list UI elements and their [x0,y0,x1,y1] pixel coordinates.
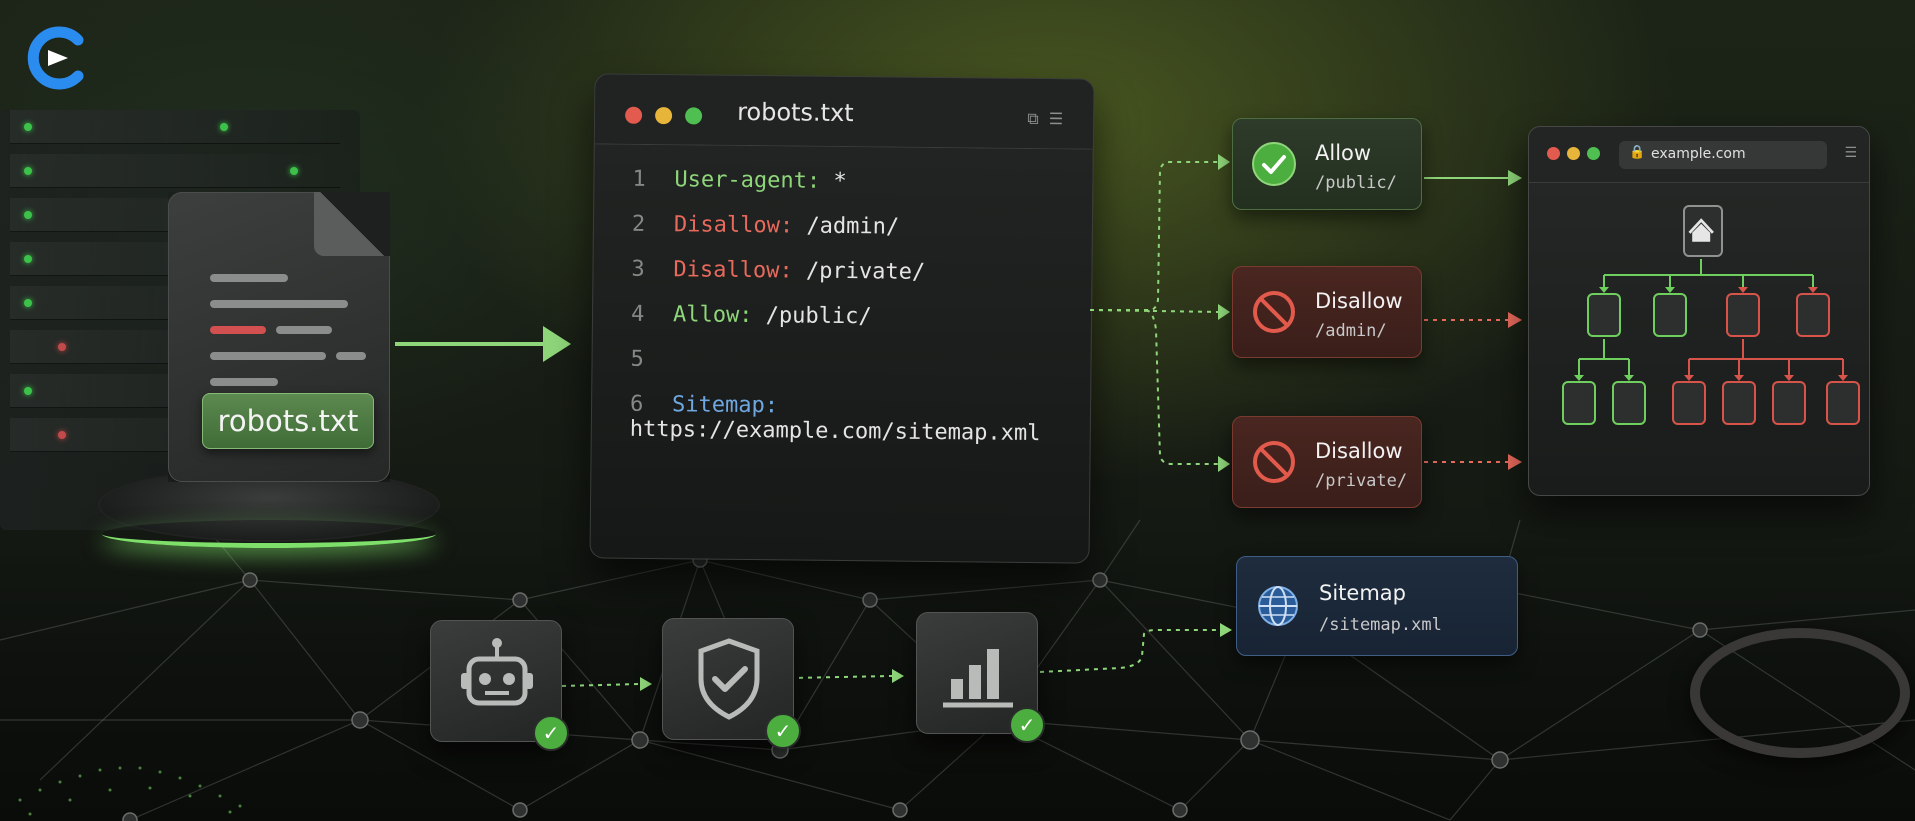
line-number: 5 [630,346,644,372]
block-icon [1253,291,1295,333]
line-number: 3 [631,256,645,282]
code-line: 2 Disallow: /admin/ [632,212,899,240]
page-allowed-icon [1587,293,1621,337]
checkmark-icon: ✓ [533,715,569,751]
arrow-right-icon [395,326,571,362]
line-number: 1 [632,166,646,192]
page-allowed-icon [1612,381,1646,425]
minimize-window-icon[interactable] [1567,147,1580,160]
rule-path: /private/ [1315,471,1408,491]
code-line: 4 Allow: /public/ [631,302,872,330]
checkmark-icon: ✓ [765,713,801,749]
directive-value: /public/ [752,303,872,330]
directive-key: Allow: [672,302,753,329]
line-number: 4 [630,301,645,327]
editor-menu-icon[interactable]: ⧉☰ [1027,108,1074,129]
rule-title: Disallow [1315,289,1403,313]
page-blocked-icon [1726,293,1760,337]
directive-value: /admin/ [793,213,900,240]
close-window-icon[interactable] [625,106,643,124]
rule-title: Allow [1315,141,1372,165]
bar-chart-icon [943,649,1013,708]
home-icon [1683,205,1723,257]
rule-path: /sitemap.xml [1319,615,1442,635]
maximize-window-icon[interactable] [685,107,703,125]
page-blocked-icon [1826,381,1860,425]
file-corner-fold [314,192,390,256]
rule-path: /admin/ [1315,321,1387,341]
robot-icon [461,638,533,706]
particle-wave [18,766,242,816]
page-blocked-icon [1796,293,1830,337]
browser-menu-icon[interactable]: ☰ [1844,145,1857,161]
checkmark-icon: ✓ [1009,707,1045,743]
badge-flow-arrows [561,623,1232,691]
sitemap-card: Sitemap /sitemap.xml [1236,556,1518,656]
browser-title-bar: 🔒 example.com ☰ [1529,127,1869,183]
page-allowed-icon [1653,293,1687,337]
directive-key: Sitemap: [671,392,779,419]
directive-value: https://example.com/sitemap.xml [629,416,1041,447]
disallow-admin-card: Disallow /admin/ [1232,266,1422,358]
brand-logo-icon [27,26,84,90]
directive-key: Disallow: [673,212,794,239]
check-circle-icon [1252,142,1296,186]
line-number: 6 [629,391,644,417]
directive-value: /private/ [792,258,926,285]
rule-title: Disallow [1315,439,1403,463]
magnifier-icon [1690,628,1910,758]
rule-path: /public/ [1315,173,1397,193]
page-blocked-icon [1772,381,1806,425]
disallow-private-card: Disallow /private/ [1232,416,1422,508]
shield-check-icon [698,638,760,720]
editor-title-bar: robots.txt ⧉☰ [594,74,1094,150]
rule-routing-arrows [1090,154,1522,472]
code-line: 1 User-agent: * [632,167,846,194]
page-blocked-icon [1672,381,1706,425]
directive-key: Disallow: [673,257,793,284]
block-icon [1253,441,1295,483]
allow-public-card: Allow /public/ [1232,118,1422,210]
editor-title: robots.txt [737,97,854,128]
robots-file-label: robots.txt [202,393,374,449]
crawler-bot-badge: ✓ [430,620,569,751]
rule-title: Sitemap [1319,581,1406,605]
directive-key: User-agent: [674,167,821,194]
code-line: 5 [630,347,672,372]
globe-icon [1258,586,1298,626]
page-allowed-icon [1562,381,1596,425]
minimize-window-icon[interactable] [655,107,673,125]
security-badge: ✓ [662,618,801,749]
address-text: example.com [1651,146,1746,162]
code-line: 3 Disallow: /private/ [631,257,925,285]
browser-window: 🔒 example.com ☰ [1528,126,1870,496]
page-blocked-icon [1722,381,1756,425]
site-tree [1574,259,1848,381]
analytics-badge: ✓ [916,612,1045,743]
code-line: 6 Sitemap: https://example.com/sitemap.xm… [630,392,1090,447]
lock-icon: 🔒 [1629,145,1646,160]
address-bar[interactable]: 🔒 example.com [1619,141,1827,169]
close-window-icon[interactable] [1547,147,1560,160]
line-number: 2 [631,211,646,237]
directive-value: * [820,168,847,195]
maximize-window-icon[interactable] [1587,147,1600,160]
pedestal-glow-ring [102,520,436,548]
